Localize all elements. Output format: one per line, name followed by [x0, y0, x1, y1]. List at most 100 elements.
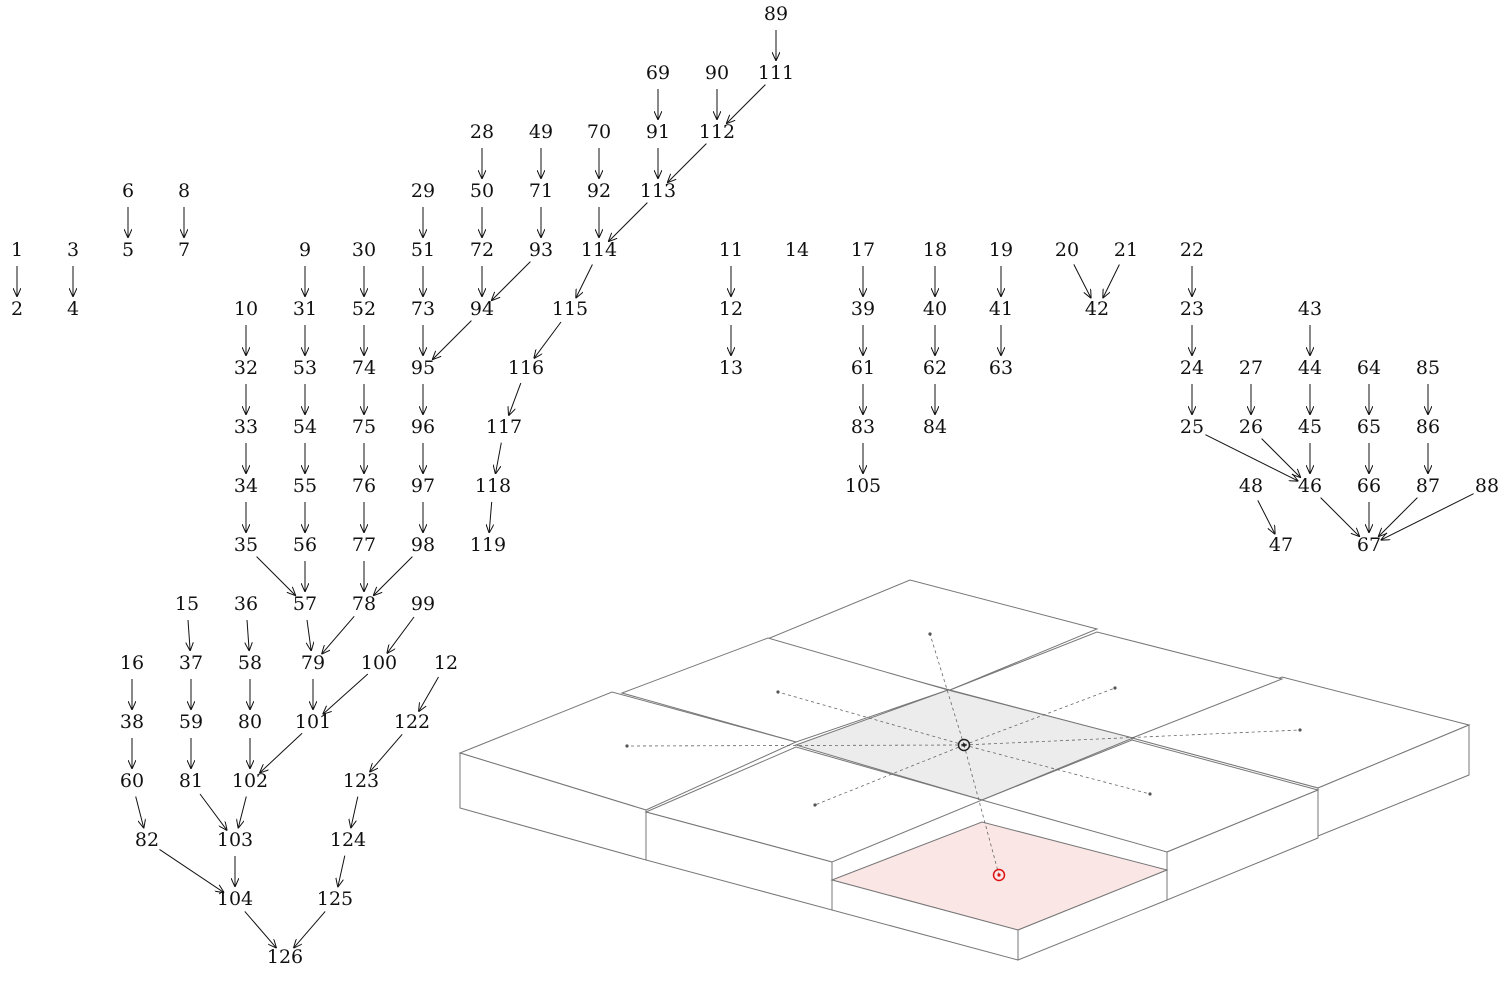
edge-12x-to-122 [419, 676, 439, 711]
node-54: 54 [293, 416, 317, 438]
node-90: 90 [705, 62, 729, 84]
node-10: 10 [234, 298, 258, 320]
node-96: 96 [411, 416, 435, 438]
node-124: 124 [330, 829, 366, 851]
edge-116-to-117 [509, 382, 522, 415]
edge-111-to-112 [727, 84, 766, 124]
node-83: 83 [851, 416, 875, 438]
node-116: 116 [508, 357, 544, 379]
node-27: 27 [1239, 357, 1263, 379]
node-57: 57 [293, 593, 317, 615]
node-18: 18 [923, 239, 947, 261]
node-34: 34 [234, 475, 258, 497]
node-64: 64 [1357, 357, 1381, 379]
node-118: 118 [475, 475, 511, 497]
node-111: 111 [758, 62, 794, 84]
node-2: 2 [11, 298, 23, 320]
node-46: 46 [1298, 475, 1322, 497]
node-97: 97 [411, 475, 435, 497]
edge-46-to-67 [1320, 497, 1360, 536]
edge-15-to-37 [188, 619, 190, 650]
node-119: 119 [470, 534, 506, 556]
node-70: 70 [587, 121, 611, 143]
node-29: 29 [411, 180, 435, 202]
edge-112-to-113 [668, 143, 707, 183]
node-23: 23 [1180, 298, 1204, 320]
node-76: 76 [352, 475, 376, 497]
edge-25-to-46 [1205, 434, 1297, 481]
node-73: 73 [411, 298, 435, 320]
edge-100-to-101 [323, 673, 369, 714]
edge-60-to-82 [135, 796, 144, 828]
node-86: 86 [1416, 416, 1440, 438]
edge-94-to-95 [433, 320, 472, 360]
node-113: 113 [640, 180, 676, 202]
edge-99-to-100 [387, 616, 415, 653]
node-126: 126 [267, 946, 303, 968]
node-51: 51 [411, 239, 435, 261]
node-59: 59 [179, 711, 203, 733]
edge-88-to-67 [1382, 493, 1474, 540]
edge-114-to-115 [576, 264, 593, 298]
node-14: 14 [785, 239, 809, 261]
node-16: 16 [120, 652, 144, 674]
edge-20-to-42 [1073, 264, 1091, 297]
node-12: 12 [719, 298, 743, 320]
node-19: 19 [989, 239, 1013, 261]
node-37: 37 [179, 652, 203, 674]
node-15: 15 [175, 593, 199, 615]
node-92: 92 [587, 180, 611, 202]
node-93: 93 [529, 239, 553, 261]
node-72: 72 [470, 239, 494, 261]
edge-113-to-114 [609, 202, 648, 242]
node-95: 95 [411, 357, 435, 379]
node-49: 49 [529, 121, 553, 143]
node-28: 28 [470, 121, 494, 143]
node-105: 105 [845, 475, 881, 497]
node-41: 41 [989, 298, 1013, 320]
node-115: 115 [552, 298, 588, 320]
edge-78-to-79 [322, 615, 355, 653]
edge-118-to-119 [489, 501, 492, 532]
node-60: 60 [120, 770, 144, 792]
node-75: 75 [352, 416, 376, 438]
edge-104-to-126 [244, 911, 276, 947]
graph-edges [17, 30, 1474, 947]
edge-101-to-102 [260, 732, 303, 772]
node-101: 101 [295, 711, 331, 733]
node-12x: 12 [434, 652, 458, 674]
node-61: 61 [851, 357, 875, 379]
node-84: 84 [923, 416, 947, 438]
edge-123-to-124 [351, 796, 359, 828]
node-3: 3 [67, 239, 79, 261]
node-31: 31 [293, 298, 317, 320]
node-26: 26 [1239, 416, 1263, 438]
edge-81-to-103 [199, 793, 227, 830]
node-117: 117 [486, 416, 522, 438]
node-32: 32 [234, 357, 258, 379]
node-79: 79 [301, 652, 325, 674]
node-66: 66 [1357, 475, 1381, 497]
node-56: 56 [293, 534, 317, 556]
node-21: 21 [1114, 239, 1138, 261]
node-30: 30 [352, 239, 376, 261]
edge-57-to-79 [307, 619, 311, 650]
node-22: 22 [1180, 239, 1204, 261]
node-13: 13 [719, 357, 743, 379]
node-74: 74 [352, 357, 376, 379]
node-63: 63 [989, 357, 1013, 379]
edge-93-to-94 [492, 261, 531, 301]
edge-117-to-118 [496, 442, 502, 474]
node-38: 38 [120, 711, 144, 733]
node-20: 20 [1055, 239, 1079, 261]
node-9: 9 [299, 239, 311, 261]
node-65: 65 [1357, 416, 1381, 438]
node-77: 77 [352, 534, 376, 556]
edge-21-to-42 [1103, 264, 1120, 298]
node-48: 48 [1239, 475, 1263, 497]
node-87: 87 [1416, 475, 1440, 497]
node-45: 45 [1298, 416, 1322, 438]
